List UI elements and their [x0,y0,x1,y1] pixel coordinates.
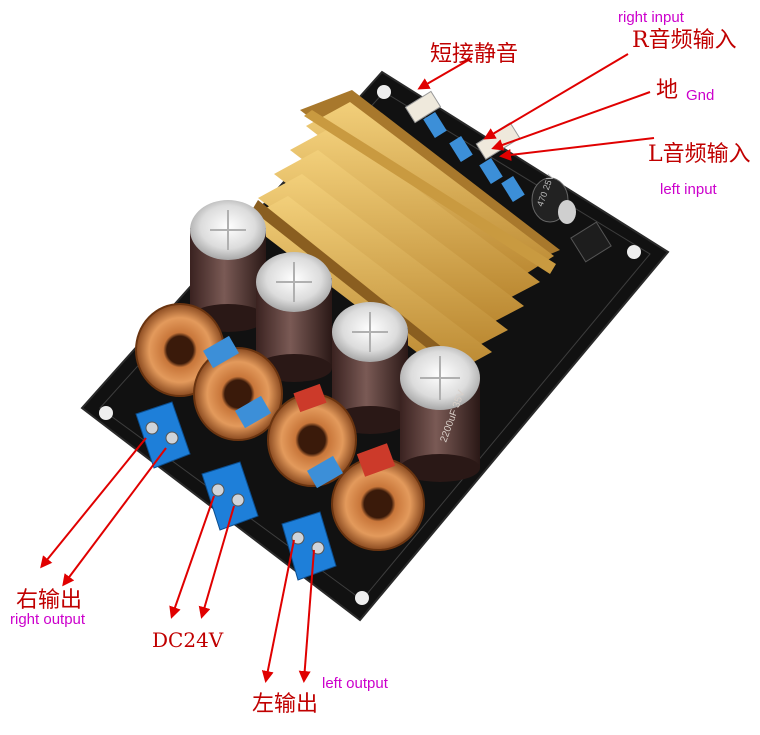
arrow-left-output-b [298,549,315,683]
mount-hole [377,85,391,99]
dc24v-label: DC24V [152,628,224,652]
arrow-right-output-b [62,447,167,587]
smd-cap [479,157,503,185]
film-cap [235,395,271,429]
ic-chip [570,221,612,263]
right-output-label: 右输出 [16,588,83,613]
heatsink [244,90,560,382]
large-capacitor [256,252,332,382]
large-capacitor [190,200,266,332]
l-audio-input-label: L音频输入 [648,142,751,167]
mount-hole [627,245,641,259]
arrow-l-input [499,137,655,161]
arrow-right-output-a [40,437,147,569]
toroid-inductor [193,347,283,441]
power-terminal [201,461,259,531]
left-output-terminal [281,511,337,581]
arrow-ground [491,91,651,151]
right-output-terminal [135,401,191,469]
left-output-en-label: left output [322,675,388,692]
arrow-r-input [483,53,629,140]
film-cap [307,455,343,489]
right-output-en-label: right output [10,611,86,628]
arrow-left-output-a [261,539,295,683]
short-mute-label: 短接静音 [430,42,519,67]
film-cap [203,335,239,369]
mount-hole [99,406,113,420]
arrow-dc24v-a [169,495,215,619]
large-capacitor: 2200uF 35V [400,346,480,482]
mute-connector [404,90,442,124]
smd-cap [501,175,525,203]
r-audio-input-label: R音频输入 [632,28,737,53]
left-input-label: left input [660,181,717,198]
smd-cap [449,135,473,163]
gnd-label: Gnd [686,87,715,104]
left-output-label: 左输出 [252,692,319,717]
annotation-arrows [40,53,655,683]
ground-label: 地 [656,78,679,103]
arrow-dc24v-b [198,505,235,619]
mount-hole [355,591,369,605]
right-input-label: right input [618,9,684,26]
large-capacitor [332,302,408,434]
smd-cap [423,111,447,139]
arrow-short-mute [417,57,473,90]
inductor-core [293,383,327,413]
inductor-core [356,443,396,477]
